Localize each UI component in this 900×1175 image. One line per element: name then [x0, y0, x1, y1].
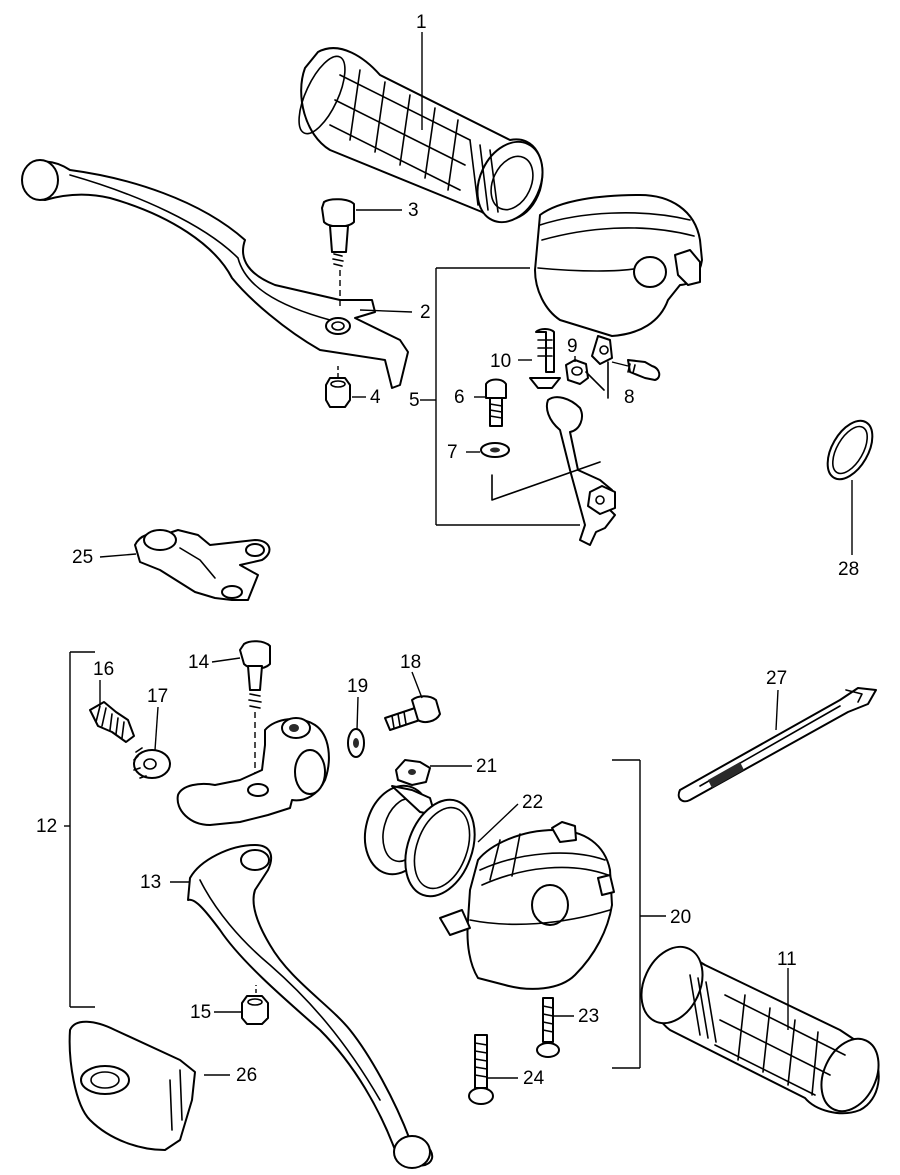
o-ring	[826, 419, 874, 481]
callout-4: 4	[370, 387, 381, 408]
callout-5: 5	[409, 390, 420, 411]
screw-24	[468, 1034, 494, 1105]
callout-1: 1	[416, 12, 427, 33]
lever-nut-left	[241, 995, 269, 1025]
lever-cover	[68, 1020, 196, 1151]
nut-9	[565, 359, 589, 385]
callout-27: 27	[766, 668, 787, 689]
lever-nut	[325, 366, 351, 408]
cable-tie	[677, 687, 877, 803]
callout-22: 22	[522, 792, 543, 813]
callout-24: 24	[523, 1068, 545, 1089]
pivot-bolt-left	[239, 640, 271, 780]
callout-20: 20	[670, 907, 691, 928]
screw-10	[529, 328, 561, 389]
callout-12: 12	[36, 816, 57, 837]
cable-holder-plate	[134, 529, 271, 601]
callout-8: 8	[624, 387, 635, 408]
callout-19: 19	[347, 676, 368, 697]
callout-10: 10	[490, 351, 511, 372]
brake-lever	[21, 159, 409, 389]
callout-21: 21	[476, 756, 497, 777]
switch-housing-left	[439, 821, 615, 990]
callout-26: 26	[236, 1065, 257, 1086]
lever-bracket	[176, 717, 330, 826]
bolt-6	[485, 378, 507, 427]
handlebar-grip-right	[298, 47, 544, 224]
adjuster-locknut	[133, 747, 171, 779]
seal-ring	[404, 798, 476, 898]
callout-23: 23	[578, 1006, 599, 1027]
pivot-bolt	[321, 198, 355, 310]
washer-19	[347, 728, 365, 758]
callout-14: 14	[188, 652, 210, 673]
cable-adjuster	[89, 701, 135, 743]
callout-3: 3	[408, 200, 419, 221]
callout-25: 25	[72, 547, 93, 568]
washer-7	[480, 442, 510, 458]
clutch-lever	[187, 844, 434, 1169]
leader-lines	[64, 32, 853, 1079]
callout-16: 16	[93, 659, 114, 680]
switch-clip	[395, 759, 431, 786]
bracket-bolt	[384, 695, 441, 731]
callout-28: 28	[838, 559, 859, 580]
callout-15: 15	[190, 1002, 211, 1023]
callout-11: 11	[777, 949, 797, 970]
callout-2: 2	[420, 302, 431, 323]
callout-18: 18	[400, 652, 421, 673]
callout-13: 13	[140, 872, 161, 893]
handlebar-grip-left	[640, 945, 880, 1115]
screw-8	[627, 359, 661, 381]
callout-9: 9	[567, 336, 578, 357]
callout-7: 7	[447, 442, 458, 463]
callout-labels: 1 2 3 4 5 6 7 8 9 10 11 12 13 14 15 16 1…	[36, 12, 859, 1089]
callout-6: 6	[454, 387, 465, 408]
screw-23	[536, 997, 560, 1058]
choke-lever	[491, 361, 616, 546]
switch-housing-right	[534, 194, 703, 365]
callout-17: 17	[147, 686, 168, 707]
